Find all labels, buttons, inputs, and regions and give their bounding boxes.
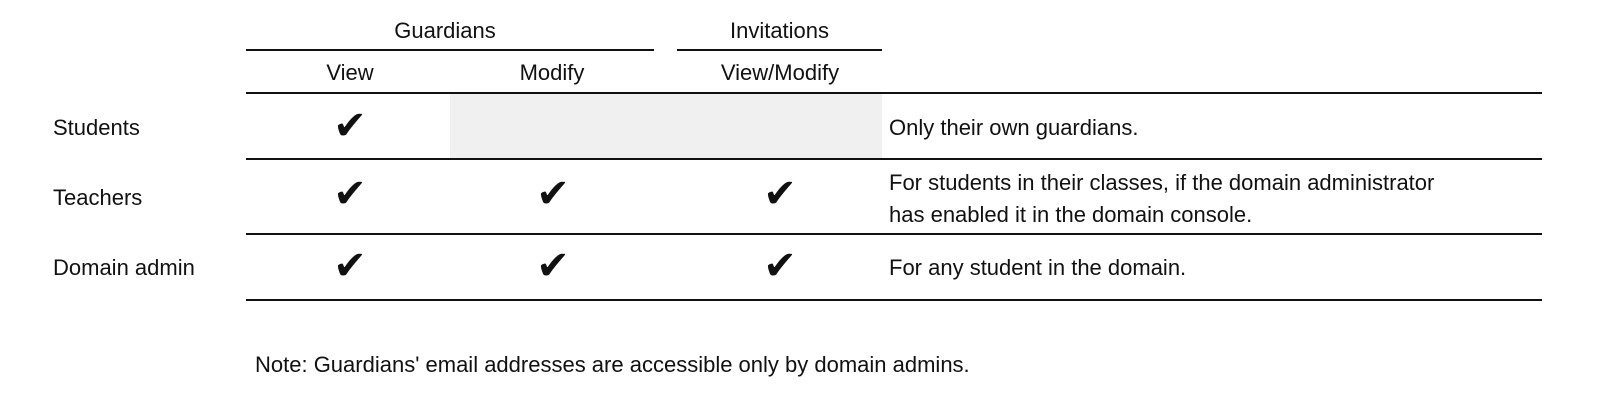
header-bottom-rule [246, 92, 1542, 94]
table-bottom-rule [246, 299, 1542, 301]
teachers-view-modify-check-icon: ✔ [763, 172, 797, 216]
domain-admin-view-check-icon: ✔ [333, 244, 367, 288]
row-label-domain-admin: Domain admin [53, 255, 195, 280]
students-view-check-icon: ✔ [333, 104, 367, 148]
domain-admin-view-modify-check-icon: ✔ [763, 244, 797, 288]
column-header-modify: Modify [519, 60, 585, 85]
row-label-students: Students [53, 115, 140, 140]
group-header-guardians: Guardians [394, 18, 496, 43]
invitations-header-rule [677, 49, 882, 51]
group-header-invitations: Invitations [729, 18, 830, 43]
guardians-header-rule [246, 49, 654, 51]
column-header-view-modify: View/Modify [720, 60, 840, 85]
teachers-view-check-icon: ✔ [333, 172, 367, 216]
row-rule-2 [246, 233, 1542, 235]
teachers-modify-check-icon: ✔ [536, 172, 570, 216]
students-not-applicable-cell [450, 94, 882, 158]
column-header-view: View [326, 60, 374, 85]
students-note: Only their own guardians. [889, 115, 1139, 140]
footnote: Note: Guardians' email addresses are acc… [255, 352, 970, 377]
row-rule-1 [246, 158, 1542, 160]
domain-admin-note: For any student in the domain. [889, 255, 1187, 280]
teachers-note-line-1: For students in their classes, if the do… [889, 170, 1435, 195]
domain-admin-modify-check-icon: ✔ [536, 244, 570, 288]
row-label-teachers: Teachers [53, 185, 143, 210]
teachers-note-line-2: has enabled it in the domain console. [889, 202, 1253, 227]
